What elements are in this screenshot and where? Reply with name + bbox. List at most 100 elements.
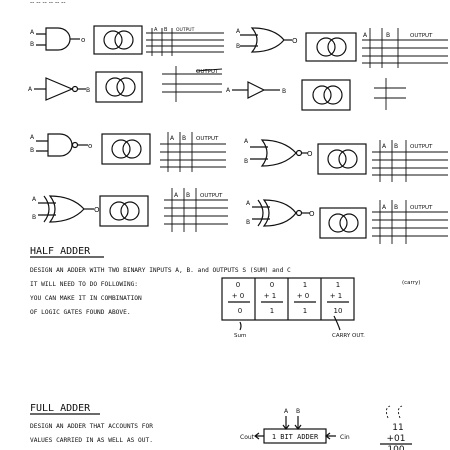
nor-table-col-output: OUTPUT — [410, 144, 433, 150]
carry-arrow — [333, 315, 341, 331]
xor-venn-diagram — [99, 195, 149, 227]
and-input-a: A — [30, 29, 35, 36]
sum-1-result: 0 — [238, 307, 242, 315]
or-gate-symbol — [250, 27, 285, 53]
or-input-b: B — [236, 43, 240, 50]
nor-venn-diagram — [317, 143, 367, 175]
nor-input-a: A — [244, 138, 249, 145]
and-input-b: B — [30, 41, 34, 48]
nor-table-col-a: A — [382, 143, 387, 150]
and-venn-diagram — [93, 25, 143, 55]
xnor-gate-group: A B O — [246, 199, 315, 227]
or-input-a: A — [236, 28, 241, 35]
xnor-input-a: A — [246, 200, 251, 207]
xnor-truth-table: A B OUTPUT — [372, 200, 448, 244]
adder-input-b: B — [296, 408, 300, 415]
xnor-table-col-b: B — [394, 204, 398, 211]
xnor-input-b: B — [246, 219, 250, 226]
xor-gate-group: A B O — [32, 195, 100, 223]
one-bit-adder-label: 1 BIT ADDER — [272, 433, 319, 441]
full-adder-section: FULL ADDER DESIGN AN ADDER THAT ACCOUNTS… — [30, 403, 412, 450]
or-table-col-b: B — [386, 32, 390, 39]
sum-1-add: + 0 — [232, 292, 245, 300]
not-bubble — [71, 85, 79, 93]
nand-truth-table: A B OUTPUT — [160, 132, 226, 172]
nand-table-col-a: A — [170, 135, 175, 142]
nor-truth-table: A B OUTPUT — [372, 140, 448, 182]
full-adder-heading: FULL ADDER — [30, 403, 91, 414]
half-adder-line2: IT WILL NEED TO DO FOLLOWING: — [30, 281, 138, 288]
full-adder-line2: VALUES CARRIED IN AS WELL AS OUT. — [30, 437, 153, 444]
or-output-label: O — [292, 37, 298, 45]
adder-cin-label: Cin — [340, 434, 350, 441]
not-gate-group: A B — [28, 77, 90, 101]
nor-gate-group: A B O — [244, 138, 313, 167]
half-adder-sums-table: 0 + 0 0 0 + 1 1 1 + 0 1 1 + 1 10 — [221, 277, 355, 321]
sum-4-result: 10 — [334, 307, 343, 315]
nand-gate-group: A B o — [30, 133, 92, 157]
buffer-gate-symbol — [247, 81, 266, 99]
and-gate-symbol — [45, 27, 71, 51]
nand-bubble — [71, 141, 79, 149]
not-venn-diagram — [95, 71, 143, 103]
xnor-venn-diagram — [319, 207, 367, 239]
xor-truth-table: A B OUTPUT — [164, 188, 228, 232]
top-cut-text: -- -- -- -- -- -- — [30, 0, 66, 6]
sum-2-result: 1 — [270, 307, 274, 315]
or-table-col-a: A — [363, 32, 368, 39]
example-top: 11 — [392, 423, 403, 433]
buffer-gate-group: A B — [226, 81, 286, 99]
xor-table-col-a: A — [174, 192, 179, 199]
one-bit-adder-diagram: A B 1 BIT ADDER Cout Cin — [240, 408, 350, 444]
adder-input-a: A — [284, 408, 289, 415]
sum-4-top: 1 — [336, 281, 340, 289]
xnor-bubble — [295, 209, 303, 217]
nor-gate-symbol — [260, 139, 297, 167]
and-gate-group: A B o — [30, 27, 85, 51]
xor-input-a: A — [32, 196, 37, 203]
buffer-output-b: B — [282, 88, 286, 95]
nand-output-label: o — [88, 142, 92, 150]
not-gate-symbol — [45, 77, 74, 101]
nor-table-col-b: B — [394, 143, 398, 150]
nand-input-b: B — [30, 147, 34, 154]
xor-gate-symbol — [48, 195, 85, 223]
sum-label: Sum — [234, 333, 246, 339]
half-adder-section: HALF ADDER DESIGN AN ADDER WITH TWO BINA… — [30, 246, 420, 339]
and-input-wires — [36, 33, 46, 46]
nand-input-a: A — [30, 134, 35, 141]
full-adder-line1: DESIGN AN ADDER THAT ACCOUNTS FOR — [30, 423, 153, 430]
full-adder-example-sum: 11 +01 100 — [380, 405, 412, 450]
sum-3-top: 1 — [303, 281, 307, 289]
buffer-venn-diagram — [301, 79, 351, 111]
sum-arrow — [239, 321, 242, 331]
half-adder-line3: YOU CAN MAKE IT IN COMBINATION — [30, 295, 142, 302]
and-table-col-b: B — [164, 27, 168, 33]
xnor-table-col-output: OUTPUT — [410, 205, 433, 211]
sum-3-result: 1 — [303, 307, 307, 315]
xor-extra-curve — [43, 195, 50, 223]
half-adder-line4: OF LOGIC GATES FOUND ABOVE. — [30, 309, 131, 316]
half-adder-carry-note: (carry) — [402, 280, 420, 286]
nand-table-col-output: OUTPUT — [196, 136, 219, 142]
xor-table-col-output: OUTPUT — [200, 193, 223, 199]
nor-input-b: B — [244, 158, 248, 165]
not-output-b: B — [86, 87, 90, 94]
sum-2-top: 0 — [270, 281, 274, 289]
not-truth-table: OUTPUT — [162, 66, 223, 102]
cout-arrow — [254, 432, 264, 440]
or-truth-table: A B OUTPUT — [362, 28, 448, 68]
or-venn-diagram — [305, 32, 357, 62]
half-adder-line1: DESIGN AN ADDER WITH TWO BINARY INPUTS A… — [30, 267, 291, 274]
xnor-output-label: O — [309, 210, 315, 218]
nand-gate-symbol — [47, 133, 73, 157]
and-table-col-a: A — [154, 27, 158, 33]
xor-output-label: O — [94, 206, 100, 214]
xnor-gate-symbol — [262, 199, 297, 227]
xor-input-b: B — [32, 214, 36, 221]
and-table-col-output: OUTPUT — [176, 27, 195, 33]
example-add: +01 — [387, 434, 406, 444]
and-truth-table: A B OUTPUT — [146, 27, 224, 56]
half-adder-heading: HALF ADDER — [30, 246, 91, 257]
